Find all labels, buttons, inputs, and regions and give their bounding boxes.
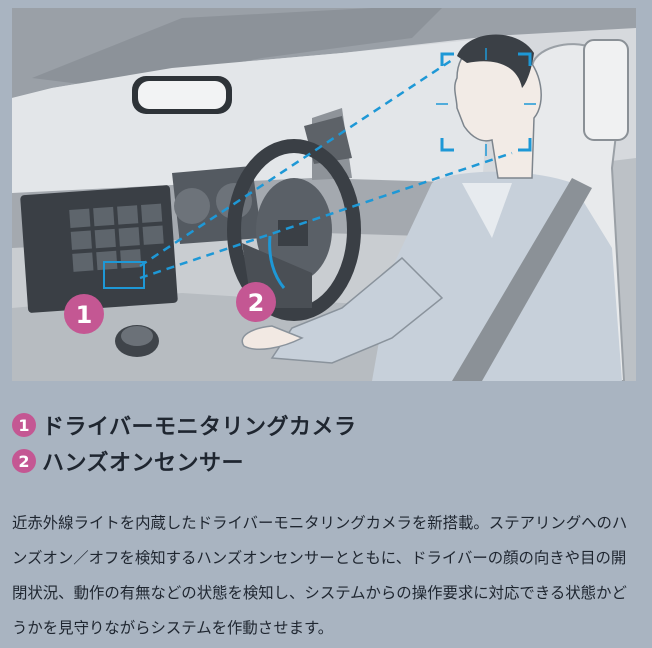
legend-item-camera: 1 ドライバーモニタリングカメラ: [12, 408, 357, 442]
badge-2: [236, 282, 276, 322]
badge-2-number: 2: [248, 289, 265, 317]
legend: 1 ドライバーモニタリングカメラ 2 ハンズオンセンサー: [12, 408, 357, 478]
description-text: 近赤外線ライトを内蔵したドライバーモニタリングカメラを新搭載。ステアリングへのハ…: [12, 514, 628, 637]
illustration: 1 2: [12, 8, 636, 381]
legend-label-camera: ドライバーモニタリングカメラ: [42, 415, 357, 440]
legend-number-1: 1: [12, 413, 36, 437]
car-interior-illustration: 1 2: [12, 8, 636, 381]
legend-label-sensor: ハンズオンセンサー: [42, 451, 245, 476]
legend-number-2: 2: [12, 449, 36, 473]
badge-1: [64, 294, 104, 334]
legend-item-sensor: 2 ハンズオンセンサー: [12, 444, 357, 478]
badge-1-number: 1: [76, 301, 93, 329]
